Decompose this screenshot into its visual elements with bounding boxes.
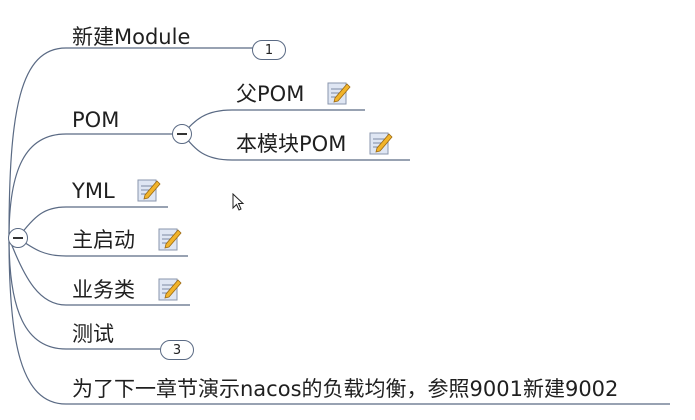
node-main-start-label: 主启动: [72, 228, 135, 252]
node-module-pom-label: 本模块POM: [236, 132, 347, 156]
node-new-module-label: 新建Module: [72, 25, 191, 49]
node-module-pom[interactable]: 本模块POM: [236, 130, 393, 157]
note-pencil-icon[interactable]: [367, 131, 393, 157]
node-new-module[interactable]: 新建Module: [72, 23, 190, 50]
node-test[interactable]: 测试: [72, 320, 114, 347]
note-pencil-icon-svg: [369, 132, 393, 155]
connector-nacos-note: [8, 237, 670, 405]
note-pencil-icon[interactable]: [325, 81, 351, 107]
node-parent-pom-label: 父POM: [236, 82, 305, 106]
note-pencil-icon[interactable]: [135, 178, 161, 204]
node-business-class-label: 业务类: [72, 278, 135, 302]
connector-pom: [8, 133, 172, 239]
node-yml[interactable]: YML: [72, 177, 161, 204]
node-test-label: 测试: [72, 322, 114, 346]
node-pom[interactable]: POM: [72, 106, 119, 133]
note-pencil-icon-svg: [327, 82, 351, 105]
note-pencil-icon[interactable]: [156, 277, 182, 303]
new-module-badge[interactable]: 1: [252, 40, 286, 60]
node-main-start[interactable]: 主启动: [72, 226, 182, 253]
node-nacos-note[interactable]: 为了下一章节演示nacos的负载均衡，参照9001新建9002: [72, 375, 618, 402]
pom-collapse-button[interactable]: [172, 124, 192, 144]
note-pencil-icon-svg: [158, 278, 182, 301]
note-pencil-icon-svg: [137, 179, 161, 202]
mouse-cursor-icon: [232, 193, 245, 211]
note-pencil-icon-svg: [158, 228, 182, 251]
node-pom-label: POM: [72, 108, 120, 132]
connector-business: [8, 237, 190, 306]
node-business-class[interactable]: 业务类: [72, 276, 182, 303]
connector-new-module: [8, 47, 262, 239]
node-yml-label: YML: [72, 179, 115, 203]
test-badge[interactable]: 3: [160, 340, 194, 360]
note-pencil-icon[interactable]: [156, 227, 182, 253]
root-collapse-button[interactable]: [8, 228, 28, 248]
node-parent-pom[interactable]: 父POM: [236, 80, 351, 107]
node-nacos-note-label: 为了下一章节演示nacos的负载均衡，参照9001新建9002: [72, 377, 619, 401]
